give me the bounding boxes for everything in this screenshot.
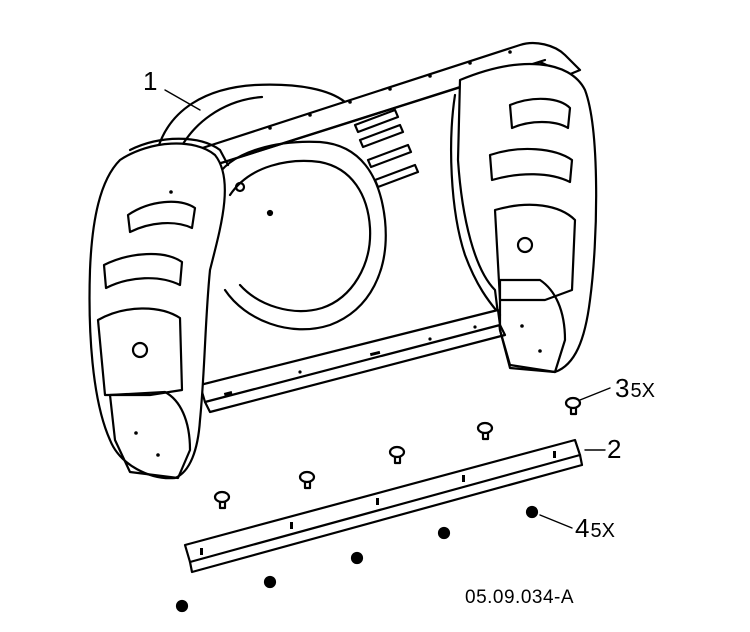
callout-2: 2 bbox=[607, 436, 621, 462]
right-vent-2 bbox=[488, 147, 574, 184]
callout-3-number: 3 bbox=[615, 373, 630, 403]
auger-opening-inner bbox=[228, 159, 372, 313]
back-hole-1 bbox=[234, 181, 246, 193]
left-skid bbox=[108, 390, 192, 480]
bottom-bar bbox=[198, 308, 502, 404]
left-vent-2 bbox=[102, 253, 184, 290]
bottom-bar-slots bbox=[223, 325, 477, 396]
callout-4-qty: 5X bbox=[590, 520, 615, 542]
callout-3: 35X bbox=[615, 375, 655, 401]
leader-3 bbox=[579, 387, 611, 401]
top-bar-holes bbox=[268, 50, 512, 130]
right-bearing bbox=[516, 236, 534, 254]
auger-opening bbox=[213, 140, 387, 331]
callout-2-number: 2 bbox=[607, 434, 622, 464]
left-side-plate bbox=[88, 142, 226, 480]
left-plate-holes bbox=[134, 190, 542, 457]
left-side-rim bbox=[128, 137, 230, 167]
leader-4 bbox=[539, 514, 573, 529]
callout-4: 45X bbox=[575, 515, 615, 541]
scraper-plate bbox=[183, 438, 582, 564]
back-shell bbox=[156, 83, 347, 150]
leader-lines bbox=[164, 89, 611, 529]
callout-1-number: 1 bbox=[143, 66, 158, 96]
hex-nuts bbox=[175, 505, 539, 613]
left-vent-1 bbox=[126, 200, 197, 234]
housing-assembly bbox=[88, 41, 598, 480]
carriage-bolts bbox=[213, 396, 582, 510]
right-skid bbox=[498, 278, 567, 374]
drawing-reference-code: 05.09.034-A bbox=[465, 587, 575, 608]
callout-3-qty: 5X bbox=[630, 380, 655, 402]
right-side-inner bbox=[450, 93, 502, 317]
callout-4-number: 4 bbox=[575, 513, 590, 543]
left-foot bbox=[96, 307, 184, 397]
bottom-bar-flange bbox=[203, 323, 507, 414]
right-vent-1 bbox=[508, 97, 572, 130]
callout-1: 1 bbox=[143, 68, 157, 94]
scraper-bar bbox=[183, 438, 584, 574]
impeller-slots bbox=[353, 108, 420, 189]
left-bearing bbox=[131, 341, 149, 359]
scraper-edge bbox=[188, 453, 584, 574]
leader-1 bbox=[164, 89, 201, 111]
back-hole-2 bbox=[266, 209, 274, 217]
right-foot bbox=[493, 203, 577, 302]
scraper-slots bbox=[200, 451, 556, 555]
